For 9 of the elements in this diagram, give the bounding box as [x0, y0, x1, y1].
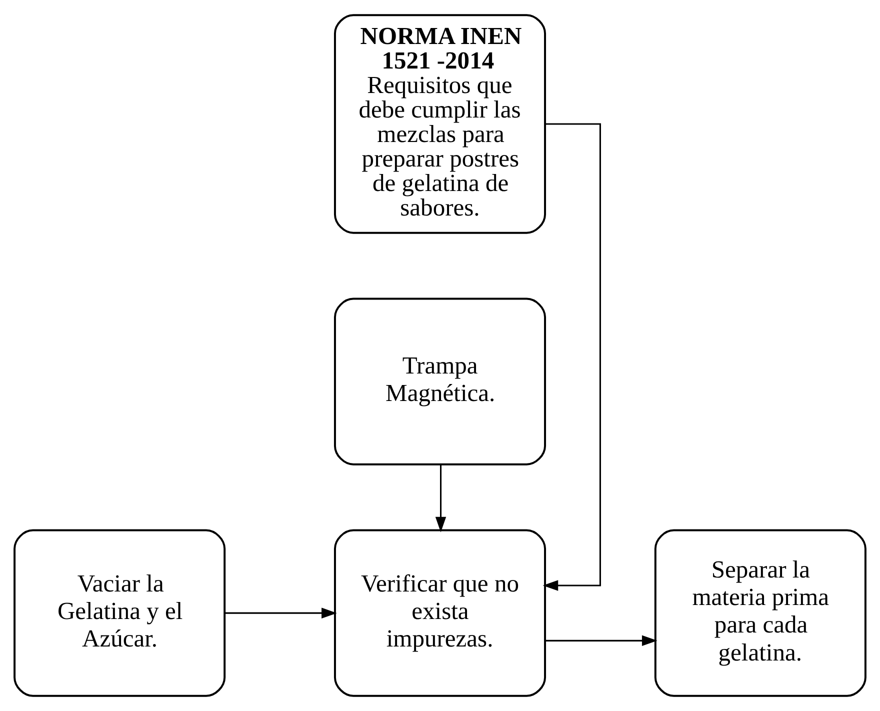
node-box: NORMA INEN 1521 -2014 Requisitos que debe cumplir las mezclas para preparar postres de gelatina de sabores.	[334, 14, 546, 234]
node-box: Separar la materia prima para cada gelatina.	[654, 529, 866, 697]
node-box: Verificar que no exista impurezas.	[334, 529, 546, 697]
node-box: Vaciar la Gelatina y el Azúcar.	[14, 529, 226, 697]
arrow	[224, 608, 337, 618]
node-box: Trampa Magnética.	[334, 298, 546, 466]
arrow	[545, 635, 658, 646]
arrow	[435, 464, 446, 532]
arrow	[542, 123, 601, 591]
